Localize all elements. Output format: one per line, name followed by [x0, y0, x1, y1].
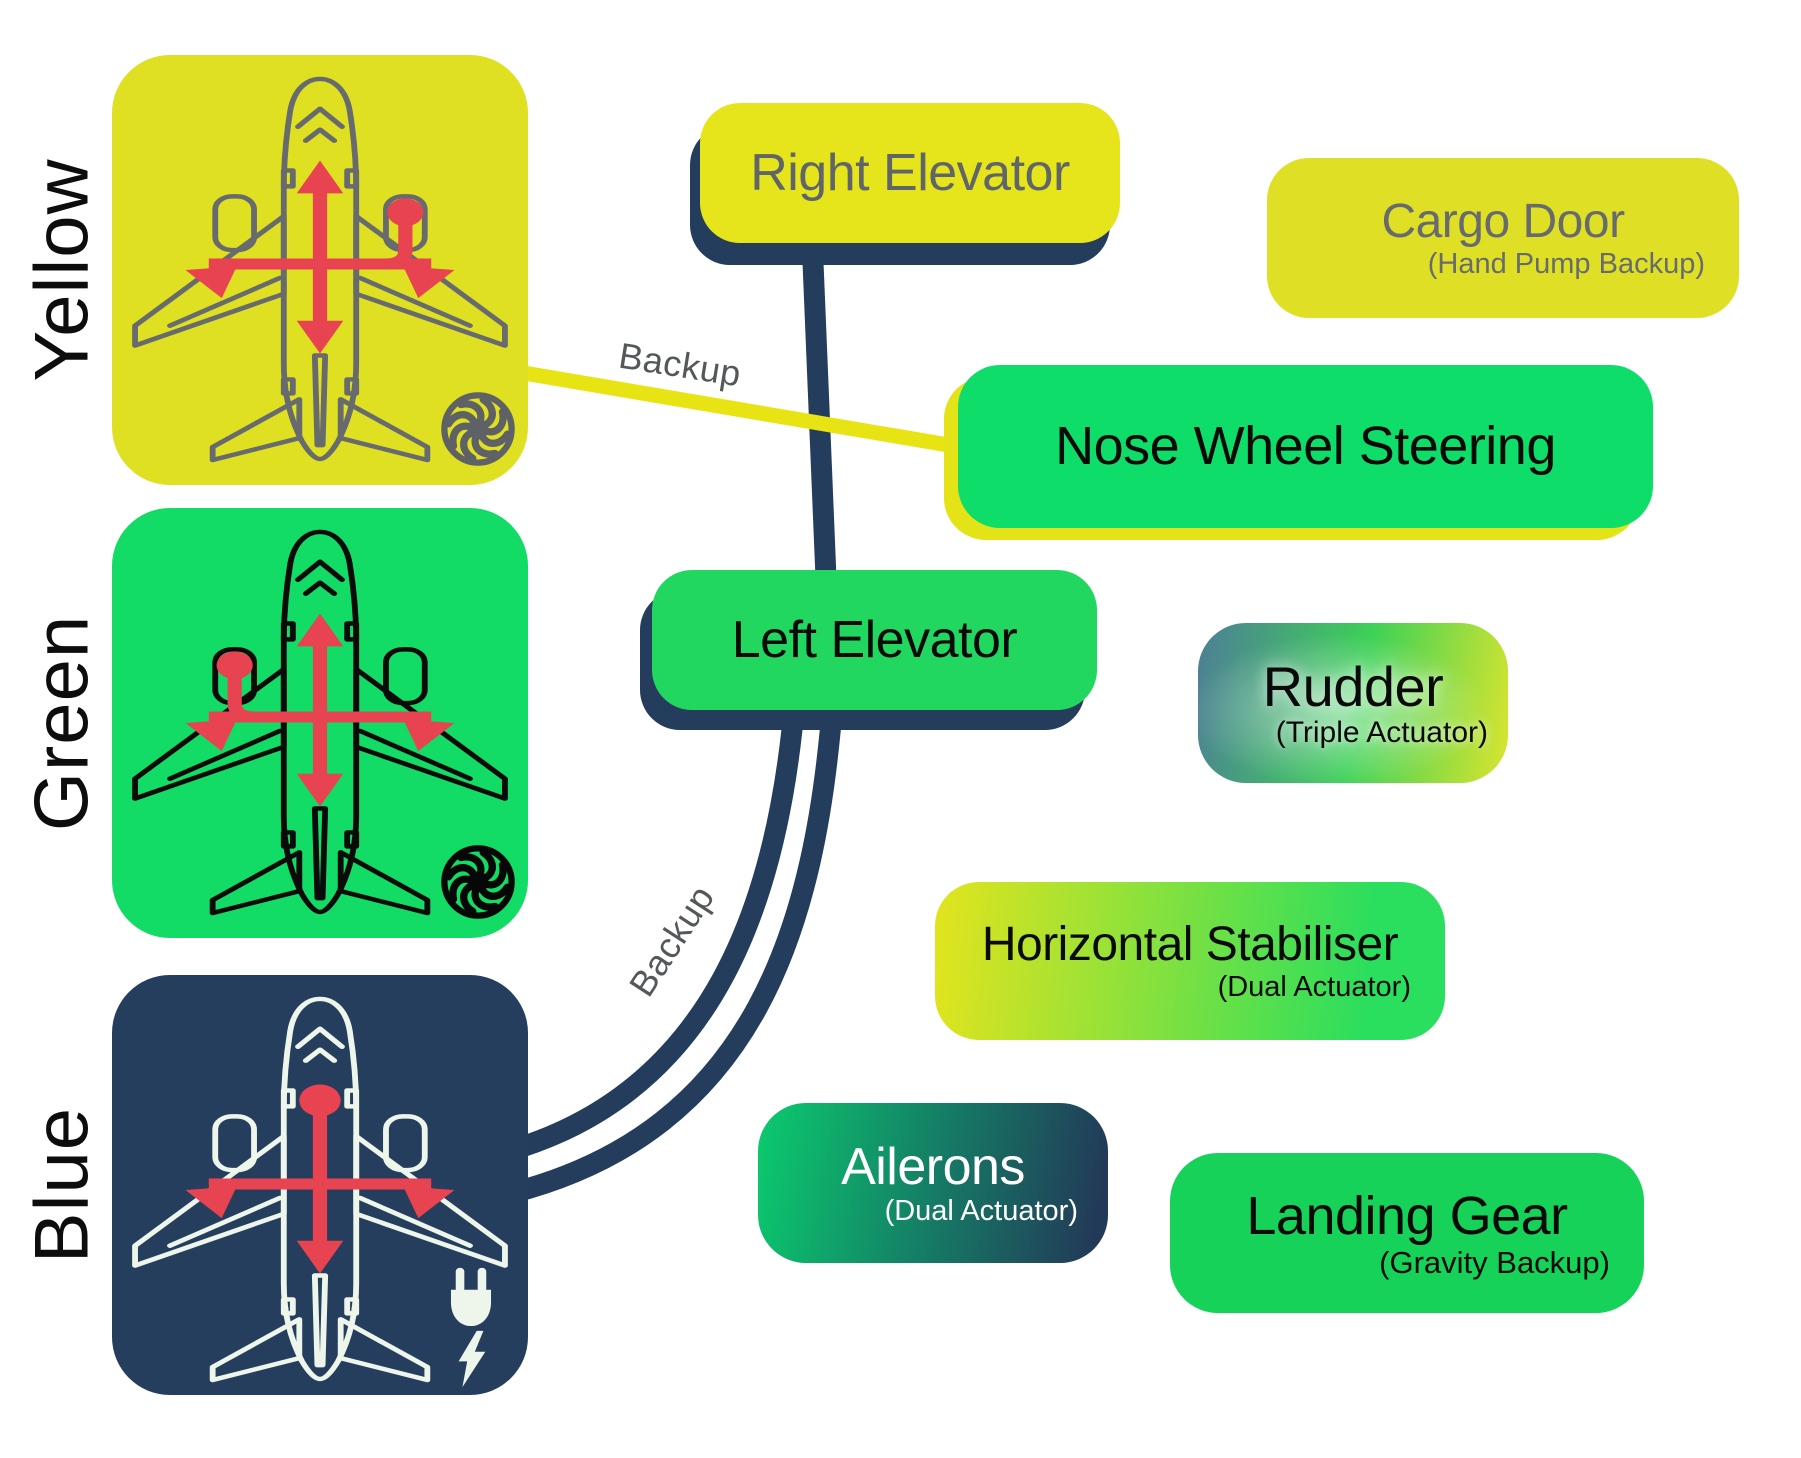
node-subtitle: (Dual Actuator) — [884, 1194, 1078, 1227]
airplane-top-view-icon — [132, 529, 508, 916]
right-elevator-blue-line — [801, 237, 837, 579]
blue-backup-curve-outer — [508, 697, 806, 1161]
node-nose-wheel-steering: Nose Wheel Steering — [944, 365, 1653, 540]
node-title: Landing Gear — [1246, 1186, 1568, 1247]
node-ailerons: Ailerons (Dual Actuator) — [758, 1103, 1108, 1263]
node-landing-gear: Landing Gear (Gravity Backup) — [1170, 1153, 1644, 1313]
node-title: Ailerons — [841, 1138, 1025, 1197]
system-label-yellow: Yellow — [19, 158, 105, 382]
control-axes-arrows — [185, 160, 455, 354]
blue-backup-curve-inner — [509, 697, 844, 1204]
fan-icon — [441, 845, 515, 919]
node-subtitle: (Hand Pump Backup) — [1427, 247, 1705, 280]
node-title: Cargo Door — [1381, 195, 1625, 249]
green-system-panel — [112, 508, 528, 938]
node-title: Horizontal Stabiliser — [981, 918, 1399, 972]
system-label-blue: Blue — [19, 1106, 105, 1264]
system-label-green: Green — [19, 614, 105, 832]
node-cargo-door: Cargo Door (Hand Pump Backup) — [1267, 158, 1739, 318]
node-subtitle: (Dual Actuator) — [1217, 970, 1411, 1003]
control-axes-arrows — [185, 1084, 455, 1274]
yellow-backup-line — [516, 364, 980, 458]
yellow-system-panel — [112, 55, 528, 485]
node-subtitle: (Triple Actuator) — [1275, 716, 1488, 750]
node-title: Rudder — [1262, 654, 1444, 718]
node-left-elevator: Left Elevator — [640, 570, 1097, 730]
node-title: Right Elevator — [750, 143, 1070, 202]
node-rudder: Rudder (Triple Actuator) — [1198, 623, 1508, 783]
airplane-top-view-icon — [132, 76, 508, 463]
node-right-elevator: Right Elevator — [690, 103, 1120, 265]
fan-icon — [441, 392, 515, 466]
node-title: Nose Wheel Steering — [1055, 416, 1556, 477]
blue-system-panel — [112, 975, 528, 1395]
airplane-top-view-icon — [132, 996, 508, 1383]
electric-plug-icon — [450, 1267, 492, 1388]
control-axes-arrows — [185, 613, 455, 807]
node-title: Left Elevator — [731, 610, 1018, 669]
node-subtitle: (Gravity Backup) — [1379, 1244, 1610, 1280]
node-horizontal-stabiliser: Horizontal Stabiliser (Dual Actuator) — [935, 882, 1445, 1040]
